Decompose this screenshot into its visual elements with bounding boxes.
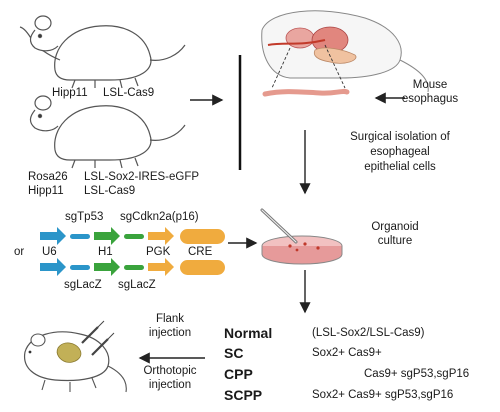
group-name-scpp: SCPP xyxy=(224,387,263,403)
flank-label-line2: injection xyxy=(148,327,192,339)
construct-row-2 xyxy=(40,258,225,276)
promoter-u6: U6 xyxy=(42,246,57,258)
dissected-mouse-icon xyxy=(261,10,429,93)
sg-linker-2b xyxy=(124,265,144,270)
organoid-label-line2: culture xyxy=(377,235,413,247)
h1-arrow-2 xyxy=(94,258,120,276)
sg-linker-1b xyxy=(124,234,144,239)
pgk-arrow-2 xyxy=(148,258,174,276)
group-desc-scpp: Sox2+ Cas9+ sgP53,sgP16 xyxy=(312,389,454,401)
promoter-h1: H1 xyxy=(98,246,113,258)
cre-box-2 xyxy=(180,260,225,275)
petri-dish-icon xyxy=(260,208,343,265)
top-mouse-allele-right: LSL-Cas9 xyxy=(103,87,155,99)
group-desc-normal: (LSL-Sox2/LSL-Cas9) xyxy=(312,327,425,339)
injected-mouse-icon xyxy=(24,320,127,393)
cre-label: CRE xyxy=(188,246,213,258)
bottom-mouse-allele-2-left: Hipp11 xyxy=(28,185,64,197)
cre-box-1 xyxy=(180,229,225,244)
isolation-label-line3: epithelial cells xyxy=(364,161,436,173)
u6-arrow-1 xyxy=(40,227,66,245)
esophagus-tissue xyxy=(262,88,350,97)
promoter-pgk: PGK xyxy=(146,246,171,258)
isolation-label-line1: Surgical isolation of xyxy=(350,131,450,143)
sg-label-row2-2: sgLacZ xyxy=(118,279,156,291)
bottom-mouse-allele-2-right: LSL-Cas9 xyxy=(84,185,136,197)
sg-linker-2a xyxy=(70,265,90,270)
isolation-label-line2: esophageal xyxy=(370,146,430,158)
top-mouse-allele-left: Hipp11 xyxy=(52,87,88,99)
esophagus-label-line1: Mouse xyxy=(412,79,448,91)
or-label: or xyxy=(14,246,25,258)
group-name-sc: SC xyxy=(224,345,244,361)
sg-linker-1a xyxy=(70,234,90,239)
orthotopic-label-line2: injection xyxy=(148,379,192,391)
group-desc-sc: Sox2+ Cas9+ xyxy=(312,347,382,359)
sg-label-row2-1: sgLacZ xyxy=(64,279,102,291)
group-name-normal: Normal xyxy=(224,325,273,341)
flank-label-line1: Flank xyxy=(155,313,185,325)
mouse-icon-top xyxy=(19,15,186,89)
h1-arrow-1 xyxy=(94,227,120,245)
sg-label-row1-2: sgCdkn2a(p16) xyxy=(120,211,199,223)
organoid-label-line1: Organoid xyxy=(371,221,419,233)
construct-row-1 xyxy=(40,227,225,245)
esophagus-label-line2: esophagus xyxy=(401,93,459,105)
orthotopic-label-line1: Orthotopic xyxy=(143,365,197,377)
bottom-mouse-allele-1-left: Rosa26 xyxy=(28,171,68,183)
pgk-arrow-1 xyxy=(148,227,174,245)
group-name-cpp: CPP xyxy=(224,366,253,382)
group-desc-cpp: Cas9+ sgP53,sgP16 xyxy=(364,368,470,380)
mouse-icon-bottom xyxy=(29,95,186,169)
u6-arrow-2 xyxy=(40,258,66,276)
bottom-mouse-allele-1-right: LSL-Sox2-IRES-eGFP xyxy=(84,171,200,183)
sg-label-row1-1: sgTp53 xyxy=(65,211,104,223)
